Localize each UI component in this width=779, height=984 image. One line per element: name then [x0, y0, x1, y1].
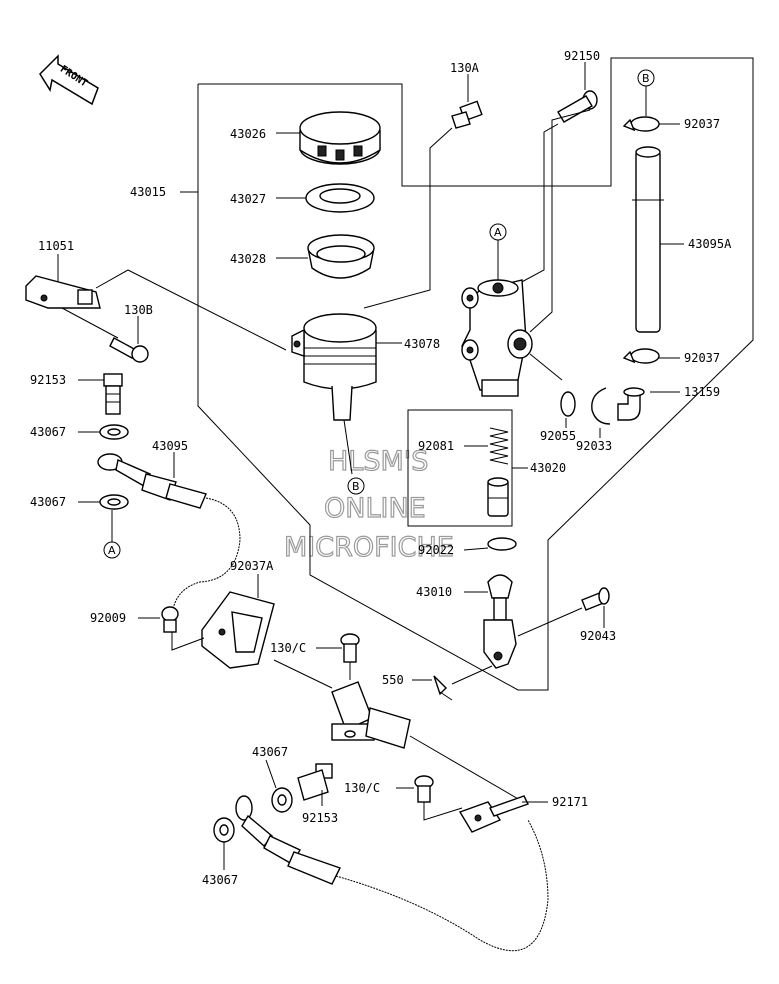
o-ring [560, 391, 576, 417]
svg-text:92037A: 92037A [230, 559, 274, 573]
svg-text:92033: 92033 [576, 439, 612, 453]
svg-text:MICROFICHE: MICROFICHE [284, 532, 454, 563]
reservoir-assembly-bracket [180, 57, 754, 691]
brake-hose-lower [235, 795, 341, 885]
front-arrow-icon: FRONT [39, 54, 99, 106]
master-cylinder-body [461, 279, 533, 397]
svg-text:130/C: 130/C [270, 641, 306, 655]
svg-text:92022: 92022 [418, 543, 454, 557]
part-labels: 43026 43027 43015 43028 130A 92150 92037… [30, 49, 732, 887]
clevis-pin [581, 587, 610, 611]
callout-b-top: B [637, 69, 655, 87]
cotter-pin [433, 675, 453, 701]
svg-text:43015: 43015 [130, 185, 166, 199]
callout-a-bottom: A [103, 541, 121, 559]
hose-clamp-top [622, 116, 660, 132]
piston [487, 477, 509, 517]
svg-text:HLSM'S: HLSM'S [328, 446, 428, 477]
svg-text:43095: 43095 [152, 439, 188, 453]
diaphragm [307, 234, 375, 279]
svg-text:92055: 92055 [540, 429, 576, 443]
hose-clamp-lower [331, 681, 411, 749]
bolt-130a [451, 100, 483, 129]
svg-text:B: B [642, 72, 650, 85]
svg-text:43027: 43027 [230, 192, 266, 206]
snap-ring [487, 537, 517, 551]
bolt-92150 [557, 90, 598, 123]
svg-text:43010: 43010 [416, 585, 452, 599]
hose-guide [201, 591, 275, 669]
washer-d [213, 817, 235, 843]
callout-b-bottom: B [347, 477, 365, 495]
pushrod-assembly [483, 574, 517, 669]
svg-text:43067: 43067 [30, 495, 66, 509]
svg-text:43067: 43067 [202, 873, 238, 887]
svg-text:92150: 92150 [564, 49, 600, 63]
reservoir-cap [299, 111, 381, 165]
svg-text:ONLINE: ONLINE [324, 493, 426, 524]
svg-text:11051: 11051 [38, 239, 74, 253]
hose-bracket-lower [458, 795, 529, 833]
bolt-130c-top [340, 633, 360, 663]
svg-text:130A: 130A [450, 61, 480, 75]
svg-text:43067: 43067 [30, 425, 66, 439]
svg-text:43095A: 43095A [688, 237, 732, 251]
union-bolt-bottom [297, 763, 333, 801]
svg-text:550: 550 [382, 673, 404, 687]
callout-a-top: A [489, 223, 507, 241]
svg-text:92171: 92171 [552, 795, 588, 809]
washer-b [99, 494, 129, 510]
washer-a [99, 424, 129, 440]
diaphragm-plate [305, 183, 375, 213]
piston-spring [489, 427, 509, 465]
svg-text:92153: 92153 [302, 811, 338, 825]
reservoir-hose [632, 146, 664, 333]
svg-text:92043: 92043 [580, 629, 616, 643]
elbow-fitting [617, 387, 645, 421]
svg-text:92081: 92081 [418, 439, 454, 453]
svg-text:92037: 92037 [684, 351, 720, 365]
svg-text:92037: 92037 [684, 117, 720, 131]
svg-text:A: A [108, 544, 116, 557]
bracket-plate [25, 275, 101, 309]
svg-text:130/C: 130/C [344, 781, 380, 795]
svg-text:92009: 92009 [90, 611, 126, 625]
hose-clamp-mid [622, 348, 660, 364]
bolt-130b [109, 337, 149, 363]
brake-hose-upper [97, 453, 207, 509]
reservoir-tank [291, 313, 377, 421]
svg-text:43026: 43026 [230, 127, 266, 141]
svg-text:13159: 13159 [684, 385, 720, 399]
washer-c [271, 787, 293, 813]
svg-text:130B: 130B [124, 303, 153, 317]
svg-text:A: A [494, 226, 502, 239]
svg-text:B: B [352, 480, 360, 493]
svg-text:43078: 43078 [404, 337, 440, 351]
svg-text:43067: 43067 [252, 745, 288, 759]
svg-text:92153: 92153 [30, 373, 66, 387]
watermark: HLSM'S ONLINE MICROFICHE [283, 445, 454, 563]
bolt-92009 [161, 606, 179, 633]
svg-text:43020: 43020 [530, 461, 566, 475]
svg-text:43028: 43028 [230, 252, 266, 266]
circlip [591, 387, 611, 425]
union-bolt-top [103, 373, 123, 415]
bolt-130c-bottom [414, 775, 434, 803]
